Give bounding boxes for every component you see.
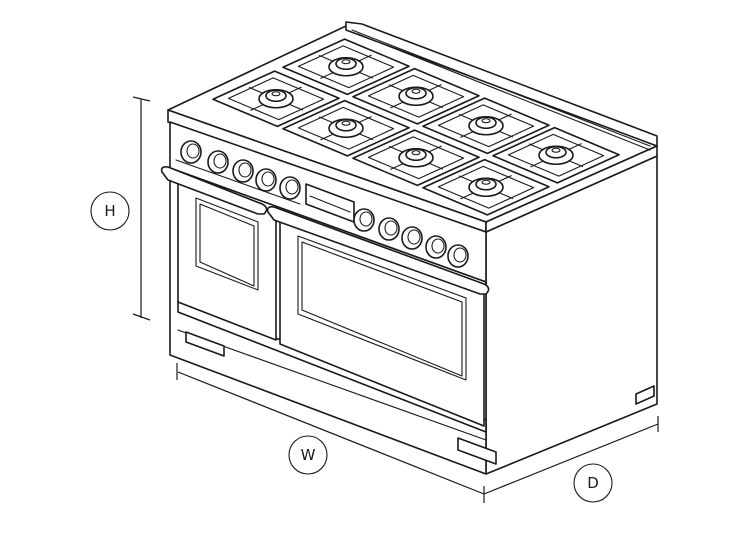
base-line bbox=[177, 329, 487, 441]
right-oven-door bbox=[266, 206, 490, 427]
burner-center bbox=[411, 88, 421, 94]
control-knob-cap bbox=[285, 179, 299, 195]
burner-center bbox=[341, 59, 351, 65]
backguard-groove-1 bbox=[351, 29, 651, 147]
backguard-groove-2 bbox=[357, 33, 651, 151]
display-divider bbox=[309, 195, 351, 213]
control-knob-cap bbox=[359, 211, 373, 227]
control-knob-cap bbox=[238, 162, 252, 178]
control-knob-cap bbox=[407, 229, 421, 245]
height-label: H bbox=[104, 202, 115, 220]
right-door-window bbox=[297, 235, 467, 381]
control-knobs bbox=[175, 140, 469, 268]
height-tick-bottom bbox=[132, 313, 151, 321]
control-knob-cap bbox=[431, 238, 445, 254]
width-dimension-line bbox=[177, 371, 485, 495]
burner-center bbox=[341, 120, 351, 126]
width-label-circle bbox=[288, 435, 328, 475]
burner-center bbox=[481, 179, 491, 185]
foot-back bbox=[635, 385, 655, 405]
grate-inner-frame bbox=[367, 74, 465, 118]
left-door-window-inner bbox=[199, 203, 255, 287]
grate-inner-frame bbox=[297, 45, 395, 89]
control-knob-cap bbox=[261, 171, 275, 187]
control-knob-cap bbox=[213, 153, 227, 169]
grate-inner-frame bbox=[437, 165, 535, 209]
backguard-strip bbox=[345, 21, 658, 147]
burner-center bbox=[271, 91, 281, 97]
grate-inner-frame bbox=[367, 136, 465, 180]
backguard bbox=[345, 21, 658, 151]
left-door-handle bbox=[160, 166, 268, 215]
control-knob-cap bbox=[384, 220, 398, 236]
grate-inner-frame bbox=[437, 104, 535, 148]
grate-inner-frame bbox=[227, 77, 325, 121]
control-knob-cap bbox=[453, 247, 467, 263]
control-rail bbox=[175, 159, 301, 205]
depth-dimension: D bbox=[483, 416, 659, 503]
burner-center bbox=[481, 118, 491, 124]
depth-label: D bbox=[587, 474, 599, 492]
burner-center bbox=[551, 147, 561, 153]
foot-left bbox=[185, 331, 225, 357]
width-dimension: W bbox=[176, 363, 485, 503]
height-dimension: H bbox=[90, 96, 151, 321]
width-label: W bbox=[301, 446, 316, 464]
foot-right bbox=[457, 437, 497, 465]
cooktop-side-edge bbox=[485, 145, 658, 233]
left-oven-door bbox=[160, 166, 277, 341]
control-knob-cap bbox=[186, 143, 200, 159]
depth-label-circle bbox=[573, 463, 613, 503]
grate-inner-frame bbox=[507, 133, 605, 177]
right-door-window-inner bbox=[301, 241, 463, 377]
burner-center bbox=[411, 150, 421, 156]
height-label-circle bbox=[90, 191, 130, 231]
left-door-window bbox=[195, 197, 259, 291]
grate-inner-frame bbox=[297, 106, 395, 150]
burners bbox=[258, 56, 574, 198]
height-tick-top bbox=[132, 96, 151, 102]
depth-dimension-line bbox=[483, 423, 659, 495]
right-door-handle bbox=[266, 206, 490, 295]
